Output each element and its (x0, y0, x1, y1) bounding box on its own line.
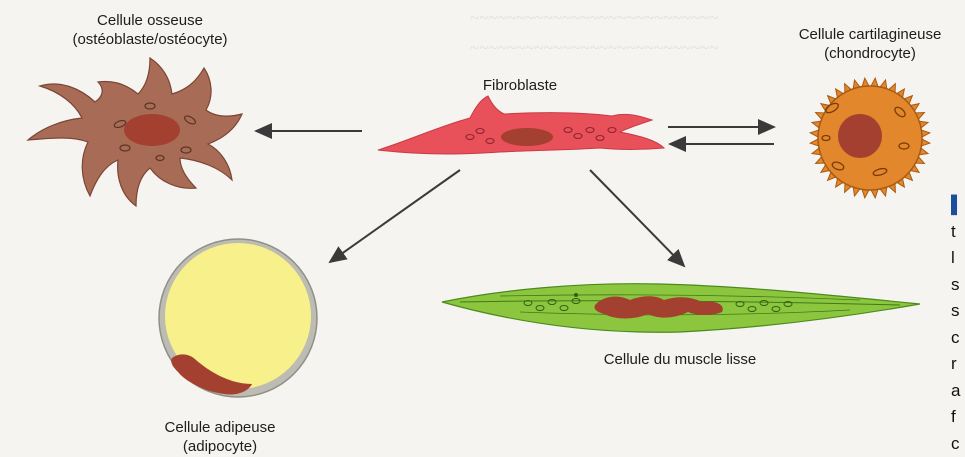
fat-cell-subtitle: (adipocyte) (120, 437, 320, 456)
margin-letter: l (951, 245, 965, 272)
margin-text-column: ▌ t l s s c r a f c (951, 192, 965, 457)
fibroblast-title: Fibroblaste (440, 76, 600, 95)
cartilage-cell-subtitle: (chondrocyte) (775, 44, 965, 63)
fat-cell-title: Cellule adipeuse (120, 418, 320, 437)
margin-letter: s (951, 272, 965, 299)
margin-letter: a (951, 378, 965, 405)
margin-letter: c (951, 431, 965, 457)
smooth-muscle-cell-title: Cellule du muscle lisse (560, 350, 800, 369)
bone-cell-subtitle: (ostéoblaste/ostéocyte) (30, 30, 270, 49)
margin-letter: c (951, 325, 965, 352)
smooth-muscle-cell-label: Cellule du muscle lisse (560, 350, 800, 369)
smooth-muscle-cell-illustration (442, 284, 920, 333)
margin-letter: r (951, 351, 965, 378)
bone-cell-illustration (28, 58, 242, 206)
margin-letter: t (951, 219, 965, 246)
margin-letter: f (951, 404, 965, 431)
bone-cell-title: Cellule osseuse (30, 11, 270, 30)
arrow-fibroblast-to-muscle (590, 170, 684, 266)
arrow-fibroblast-to-fat (330, 170, 460, 262)
fat-cell-illustration (159, 239, 317, 397)
margin-marker: ▌ (951, 192, 965, 219)
cartilage-cell-illustration (810, 78, 930, 198)
cartilage-cell-title: Cellule cartilagineuse (775, 25, 965, 44)
fibroblast-label: Fibroblaste (440, 76, 600, 95)
margin-letter: s (951, 298, 965, 325)
fibroblast-illustration (378, 96, 664, 154)
cartilage-cell-label: Cellule cartilagineuse (chondrocyte) (775, 25, 965, 63)
bone-cell-label: Cellule osseuse (ostéoblaste/ostéocyte) (30, 11, 270, 49)
fat-cell-label: Cellule adipeuse (adipocyte) (120, 418, 320, 456)
